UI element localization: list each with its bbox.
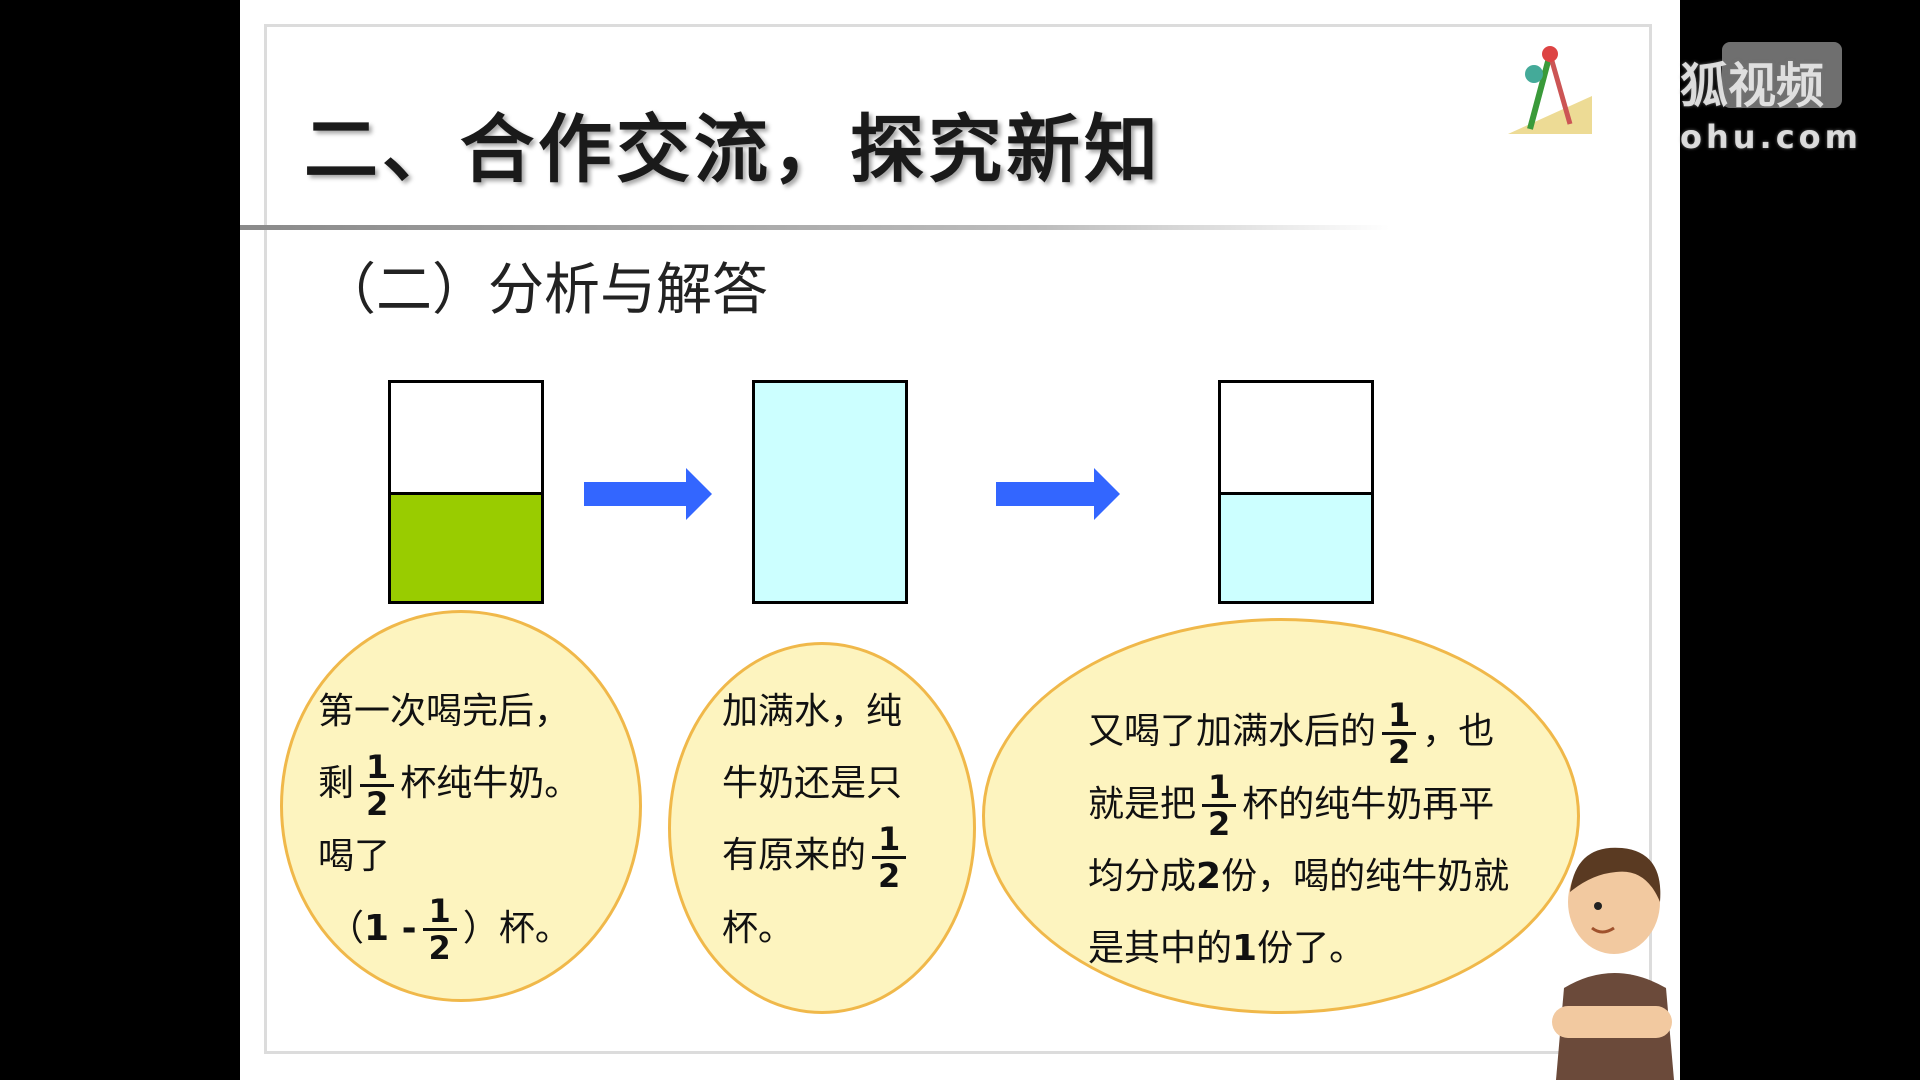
fraction-numerator: 1: [360, 750, 395, 787]
text-span: 份了。: [1257, 928, 1366, 969]
text-span: ）杯。: [462, 907, 571, 949]
watermark-line1: 狐视频: [1680, 58, 1825, 114]
text-span: 剩: [318, 763, 355, 804]
beaker-fill-water: [755, 383, 905, 601]
beaker-half-water: [1218, 380, 1374, 604]
page-title: 二、合作交流，探究新知: [304, 107, 1162, 193]
text-span: ，也: [1422, 711, 1495, 752]
speech-bubble-middle: [668, 642, 976, 1014]
section-subtitle: （二）分析与解答: [320, 258, 768, 323]
bubble-line: 加满水，纯: [722, 691, 903, 732]
title-divider: [240, 225, 1390, 230]
fraction-denominator: 2: [366, 784, 389, 823]
text-span: 有原来的: [722, 835, 867, 876]
fraction-numerator: 1: [422, 894, 457, 931]
text-span: 2: [1196, 856, 1222, 897]
text-span: 1: [1232, 928, 1258, 969]
watermark-line2: ohu.com: [1680, 118, 1862, 156]
beaker-level-line: [391, 492, 541, 495]
fraction-numerator: 1: [872, 822, 907, 859]
text-span: 份，喝的纯牛奶就: [1221, 856, 1510, 897]
fraction-numerator: 1: [1382, 698, 1417, 735]
fraction-denominator: 2: [1388, 732, 1411, 771]
slide-frame: [264, 24, 1652, 1054]
compass-ruler-logo-icon: [1508, 46, 1592, 134]
beaker-fill-milk: [391, 492, 541, 601]
right-arrow-icon: [996, 468, 1120, 520]
fraction-numerator: 1: [1202, 770, 1237, 807]
right-arrow-icon: [584, 468, 712, 520]
bubble-line: 第一次喝完后，: [318, 691, 571, 732]
beaker-half-milk: [388, 380, 544, 604]
boy-character-icon: [1552, 847, 1674, 1080]
text-span: 1 -: [364, 907, 417, 949]
beaker-fill-water: [1221, 492, 1371, 601]
bubble-line: 牛奶还是只: [722, 763, 903, 804]
beaker-full-water: [752, 380, 908, 604]
fraction-denominator: 2: [878, 856, 901, 895]
bubble-line: 喝了: [318, 835, 391, 877]
speech-bubble-left: [280, 610, 642, 1002]
text-span: 又喝了加满水后的: [1088, 711, 1377, 752]
fraction-denominator: 2: [1208, 805, 1231, 843]
text-span: 杯纯牛奶。: [400, 763, 581, 804]
text-span: 均分成: [1088, 856, 1197, 897]
speech-bubble-right: [982, 618, 1580, 1014]
bubble-line: 均分成2份，喝的纯牛奶就: [1088, 841, 1509, 913]
bubble-line: 是其中的1份了。: [1088, 913, 1509, 985]
bubble-line: 杯。: [722, 907, 795, 949]
text-span: 是其中的: [1088, 928, 1233, 969]
text-span: 杯的纯牛奶再平: [1242, 783, 1495, 825]
fraction-denominator: 2: [428, 929, 451, 967]
beaker-level-line: [1221, 492, 1371, 495]
watermark-box: [1722, 42, 1842, 108]
text-span: 就是把: [1088, 783, 1197, 825]
text-span: （: [328, 907, 365, 949]
